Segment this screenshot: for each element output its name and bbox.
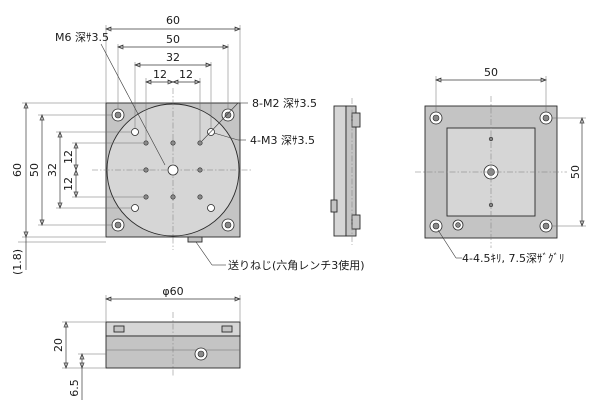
dim-pitch-12-lower: 12	[62, 177, 75, 191]
callout-8-m2: 8-M2 深ｻ3.5	[252, 97, 317, 110]
dim-pitch-12-left: 12	[153, 68, 167, 81]
dim-hole-pitch-32: 32	[166, 51, 180, 64]
dim-height-32: 32	[46, 163, 59, 177]
top-view-m2-hole	[170, 194, 176, 200]
side-view	[330, 98, 361, 245]
top-view: 60 50 32 12 12 60 50 32 12 12 (1.8) M6	[11, 14, 365, 275]
callout-m6: M6 深ｻ3.5	[55, 31, 109, 44]
top-view-m2-hole	[143, 167, 149, 173]
front-view: φ60 20 6.5	[52, 285, 241, 400]
side-view-base	[345, 105, 357, 237]
side-view-feed-screw	[330, 199, 338, 213]
top-view-m2-hole	[197, 194, 203, 200]
top-view-m3-hole	[131, 204, 139, 212]
top-view-feed-screw	[187, 236, 203, 243]
top-view-m3-hole	[207, 204, 215, 212]
top-view-m2-hole	[170, 140, 176, 146]
front-dim-diameter: φ60	[162, 285, 183, 298]
top-view-m2-hole	[143, 194, 149, 200]
side-view-screw-head	[351, 112, 361, 128]
top-view-corner-hole	[224, 221, 232, 229]
dim-overall-width: 60	[166, 14, 180, 27]
side-view-screw-head	[351, 214, 361, 230]
top-view-m2-hole	[143, 140, 149, 146]
dim-pitch-12-upper: 12	[62, 150, 75, 164]
top-view-corner-hole	[224, 111, 232, 119]
top-view-corner-hole	[114, 221, 122, 229]
top-view-m3-hole	[131, 128, 139, 136]
front-dim-offset: 6.5	[68, 379, 81, 397]
dim-offset-1-8: (1.8)	[11, 249, 24, 275]
bottom-view: 50 50 4-4.5ｷﾘ, 7.5深ｻﾞｸﾞﾘ	[415, 66, 586, 265]
callout-feed-screw: 送りねじ(六角レンチ3使用)	[228, 258, 365, 272]
callout-4-m3: 4-M3 深ｻ3.5	[250, 134, 315, 147]
dim-pitch-12-right: 12	[179, 68, 193, 81]
callout-mount-holes: 4-4.5ｷﾘ, 7.5深ｻﾞｸﾞﾘ	[462, 252, 564, 265]
top-view-m6-hole	[167, 164, 179, 176]
dim-hole-pitch-50: 50	[166, 33, 180, 46]
top-view-m2-hole	[197, 167, 203, 173]
bottom-dim-height: 50	[569, 165, 582, 179]
side-view-table	[333, 105, 347, 237]
dim-overall-height: 60	[11, 163, 24, 177]
bottom-dim-width: 50	[484, 66, 498, 79]
top-view-m2-hole	[197, 140, 203, 146]
top-view-corner-hole	[114, 111, 122, 119]
front-dim-height: 20	[52, 338, 65, 352]
dim-height-50: 50	[28, 163, 41, 177]
